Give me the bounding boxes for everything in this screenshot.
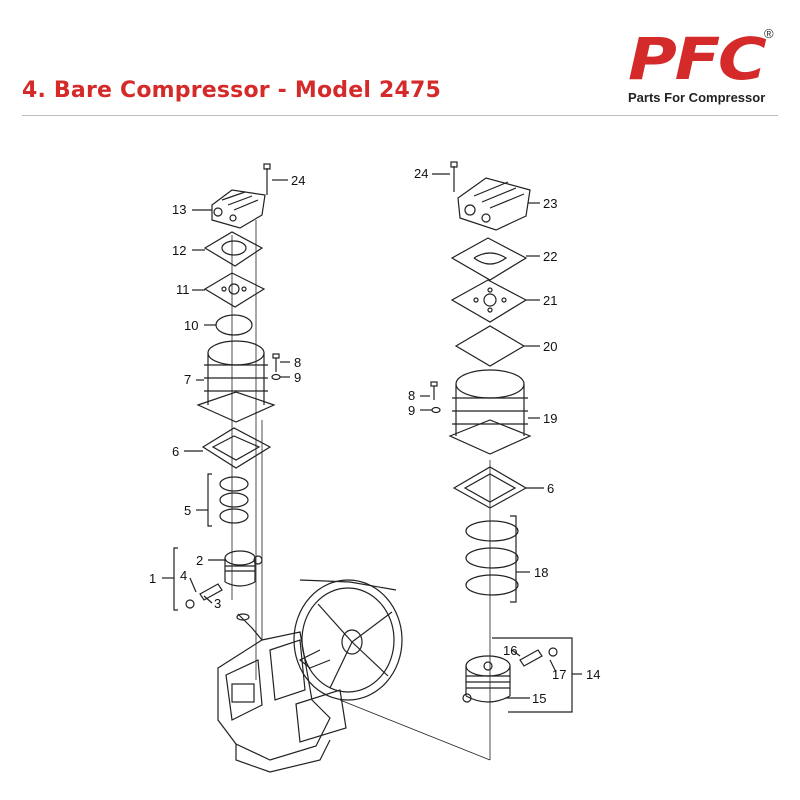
callout-24-left: 24	[291, 173, 305, 188]
logo-text: PFC	[628, 25, 767, 93]
o-ring-10	[215, 314, 253, 336]
callout-5: 5	[184, 503, 191, 518]
callout-1: 1	[149, 571, 156, 586]
valve-plate-11	[203, 272, 266, 308]
gasket-12	[203, 231, 264, 267]
cylinder-7	[196, 340, 276, 423]
callout-8-left: 8	[294, 355, 301, 370]
callout-16: 16	[503, 643, 517, 658]
callout-2: 2	[196, 553, 203, 568]
callout-10: 10	[184, 318, 198, 333]
callout-9-left: 9	[294, 370, 301, 385]
callout-6-right: 6	[547, 481, 554, 496]
callout-18: 18	[534, 565, 548, 580]
callout-15: 15	[532, 691, 546, 706]
cylinder-19	[448, 369, 532, 455]
logo-tagline: Parts For Compressor	[628, 90, 766, 105]
callout-22: 22	[543, 249, 557, 264]
callout-6-left: 6	[172, 444, 179, 459]
piston-2	[224, 550, 256, 587]
piston-15	[465, 655, 511, 703]
pfc-logo: PFC ® Parts For Compressor	[628, 25, 778, 110]
gasket-6-left	[201, 427, 272, 469]
callout-21: 21	[543, 293, 557, 308]
callout-8-right: 8	[408, 388, 415, 403]
page-title: 4. Bare Compressor - Model 2475	[22, 78, 441, 103]
callout-9-right: 9	[408, 403, 415, 418]
flywheel	[293, 579, 403, 701]
callout-14: 14	[586, 667, 600, 682]
callout-23: 23	[543, 196, 557, 211]
header-divider	[22, 115, 778, 116]
gasket-22	[450, 237, 528, 281]
callout-19: 19	[543, 411, 557, 426]
callout-4: 4	[180, 568, 187, 583]
callout-7: 7	[184, 372, 191, 387]
registered-mark: ®	[764, 26, 774, 41]
callout-12: 12	[172, 243, 186, 258]
callout-3: 3	[214, 596, 221, 611]
cylinder-head-13	[211, 189, 266, 229]
callout-17: 17	[552, 667, 566, 682]
valve-plate-21	[450, 279, 528, 323]
bolt-24-right	[450, 161, 458, 192]
bolt-24-left	[263, 163, 271, 195]
callout-24-right: 24	[414, 166, 428, 181]
gasket-20	[454, 325, 526, 367]
callout-13: 13	[172, 202, 186, 217]
callout-11: 11	[176, 282, 190, 297]
cylinder-head-23	[457, 177, 531, 231]
callout-20: 20	[543, 339, 557, 354]
crankcase	[217, 613, 347, 773]
